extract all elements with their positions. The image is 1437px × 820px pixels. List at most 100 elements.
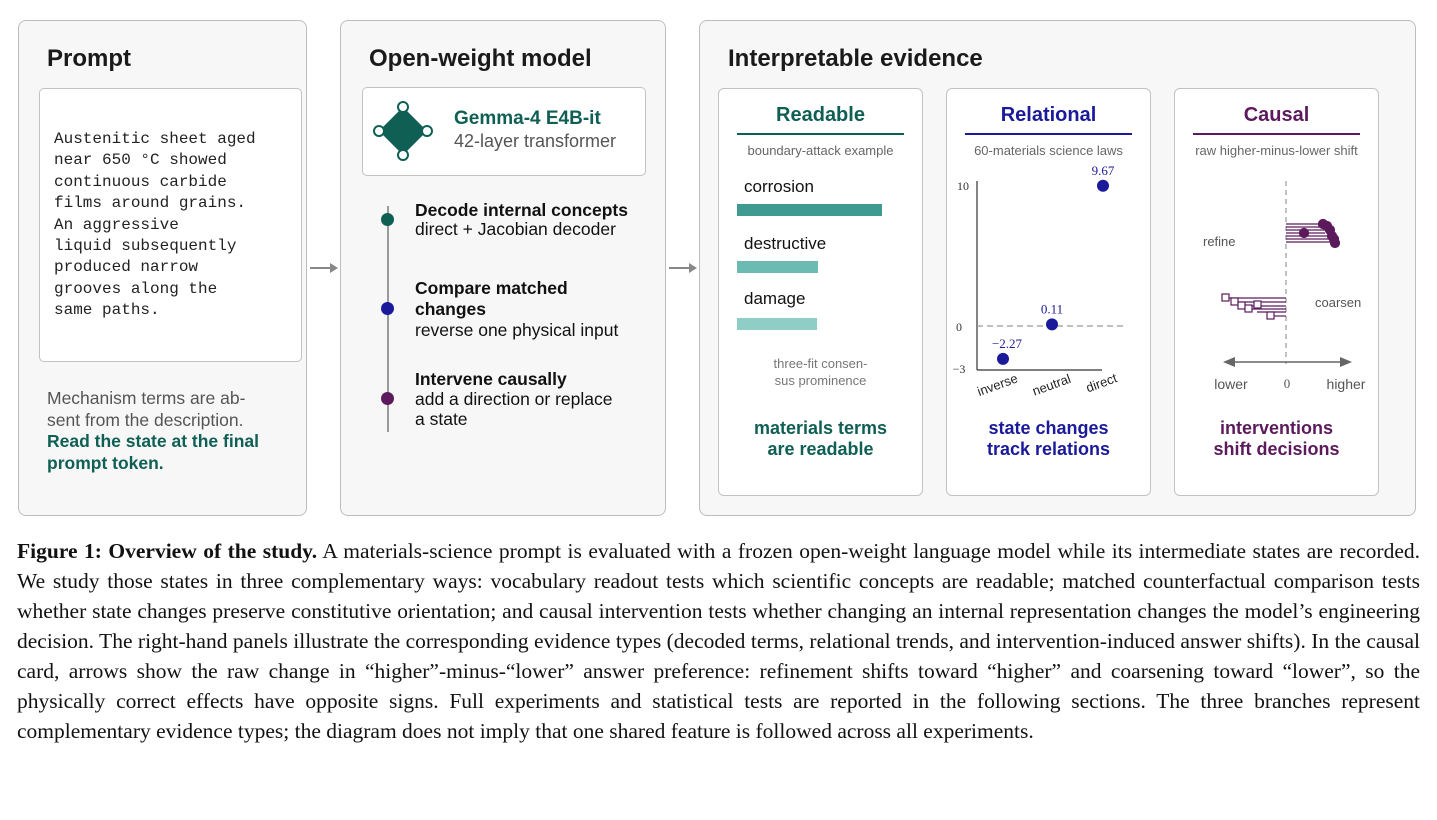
evidence-panel-title: Interpretable evidence	[728, 45, 983, 72]
prompt-note-line: Mechanism terms are ab-	[47, 388, 246, 408]
readable-title: Readable	[776, 104, 865, 126]
axis-zero-label: 0	[1284, 376, 1291, 391]
conclusion-line: are readable	[767, 439, 874, 459]
step-dot-intervene	[381, 392, 394, 405]
prompt-panel-title: Prompt	[47, 45, 131, 72]
y-tick-label: −3	[953, 362, 966, 376]
caption-text: A materials-science prompt is evaluated …	[17, 539, 1421, 743]
coarsen-shift-arrows	[1221, 293, 1286, 320]
step-description: reverse one physical input	[415, 320, 619, 340]
figure-caption: Figure 1: Overview of the study. A mater…	[17, 536, 1420, 746]
readable-title-rule	[737, 133, 904, 135]
y-tick-label: 10	[957, 179, 969, 193]
x-tick-label: direct	[1084, 370, 1119, 395]
readable-footnote: three-fit consen- sus prominence	[719, 355, 922, 389]
refine-shift-arrows	[1286, 218, 1341, 249]
model-card: Gemma-4 E4B-it 42-layer transformer	[362, 87, 646, 176]
step-title: Compare matched	[415, 278, 568, 298]
relation-point	[997, 352, 1009, 365]
relational-card: Relational 60-materials science laws 10 …	[946, 88, 1151, 496]
pipeline-line	[386, 206, 389, 432]
relation-value-label: −2.27	[992, 336, 1023, 351]
model-name: Gemma-4 E4B-it	[454, 108, 601, 129]
x-tick-label: neutral	[1030, 371, 1073, 399]
term-label: corrosion	[744, 177, 814, 196]
arrow-right-icon	[1340, 357, 1352, 367]
prompt-panel: Prompt Austenitic sheet aged near 650 °C…	[18, 20, 307, 516]
axis-lower-label: lower	[1214, 376, 1248, 392]
prompt-line: Austenitic sheet aged	[54, 130, 256, 148]
flow-arrow-icon	[310, 263, 338, 273]
causal-title: Causal	[1243, 104, 1310, 126]
caption-label: Figure 1:	[17, 539, 102, 563]
prompt-line: produced narrow	[54, 258, 199, 277]
causal-conclusion: interventions shift decisions	[1175, 418, 1378, 460]
prompt-note: Mechanism terms are ab- sent from the de…	[47, 388, 259, 474]
step-title: Intervene causally	[415, 369, 567, 389]
conclusion-line: materials terms	[753, 418, 888, 438]
relation-point	[1097, 179, 1109, 192]
prompt-line: grooves along the	[54, 279, 218, 298]
prompt-line: An aggressive	[54, 215, 179, 234]
footnote-line: three-fit consen-	[773, 356, 868, 371]
prompt-line: liquid subsequently	[54, 237, 237, 256]
relation-value-label: 9.67	[1092, 164, 1115, 178]
axis-higher-label: higher	[1327, 376, 1366, 392]
step-compare: Compare matched changes reverse one phys…	[415, 278, 618, 341]
term-label: destructive	[744, 234, 827, 253]
step-description: direct + Jacobian decoder	[415, 219, 616, 239]
causal-card: Causal raw higher-minus-lower shift	[1174, 88, 1379, 496]
conclusion-line: interventions	[1219, 418, 1334, 438]
network-icon	[373, 101, 433, 161]
causal-title-rule	[1193, 133, 1360, 135]
readable-subtitle: boundary-attack example	[747, 143, 894, 158]
conclusion-line: shift decisions	[1213, 439, 1340, 459]
flow-arrow-icon	[669, 263, 697, 273]
term-bar	[737, 204, 882, 216]
model-panel-title: Open-weight model	[369, 45, 592, 72]
prompt-text: Austenitic sheet aged near 650 °C showed…	[54, 129, 256, 322]
relational-subtitle: 60-materials science laws	[974, 143, 1123, 158]
prompt-note-emphasis: Read the state at the final	[47, 431, 259, 451]
step-description: add a direction or replace	[415, 389, 613, 409]
relation-value-label: 0.11	[1041, 301, 1063, 316]
readable-conclusion: materials terms are readable	[719, 418, 922, 460]
relational-title: Relational	[1000, 104, 1097, 126]
prompt-line: near 650 °C showed	[54, 151, 227, 170]
conclusion-line: state changes	[988, 418, 1109, 438]
term-label: damage	[744, 289, 806, 308]
prompt-line: continuous carbide	[54, 172, 227, 191]
step-title: changes	[415, 299, 486, 319]
causal-chart: refine coarsen lower 0	[1203, 181, 1366, 392]
step-dot-decode	[381, 213, 394, 226]
step-intervene: Intervene causally add a direction or re…	[415, 369, 612, 429]
prompt-line: films around grains.	[54, 194, 247, 213]
arrow-left-icon	[1223, 357, 1235, 367]
prompt-text-card: Austenitic sheet aged near 650 °C showed…	[39, 88, 302, 362]
relational-chart: 10 0 −3 −2.27 0.11 9.67 inverse neutral di…	[953, 164, 1127, 399]
relational-title-rule	[965, 133, 1132, 135]
model-panel: Open-weight model Gemma-4 E4B-it 42-laye…	[340, 20, 666, 516]
relational-conclusion: state changes track relations	[947, 418, 1150, 460]
y-tick-label: 0	[956, 320, 962, 334]
readable-card: Readable boundary-attack example corrosi…	[718, 88, 923, 496]
x-tick-label: inverse	[975, 371, 1020, 399]
prompt-note-emphasis: prompt token.	[47, 452, 164, 473]
prompt-note-line: sent from the description.	[47, 409, 244, 430]
step-description: a state	[415, 409, 468, 429]
conclusion-line: track relations	[986, 439, 1111, 459]
coarsen-label: coarsen	[1315, 295, 1361, 310]
evidence-panel: Interpretable evidence Readable boundary…	[699, 20, 1416, 516]
step-decode: Decode internal concepts direct + Jacobi…	[415, 201, 628, 239]
step-title: Decode internal concepts	[415, 200, 628, 220]
prompt-line: same paths.	[54, 301, 160, 320]
causal-subtitle: raw higher-minus-lower shift	[1195, 143, 1358, 158]
refine-label: refine	[1203, 234, 1236, 249]
footnote-line: sus prominence	[774, 373, 867, 388]
term-bar	[737, 261, 819, 273]
model-description: 42-layer transformer	[454, 131, 617, 151]
step-dot-compare	[381, 302, 394, 315]
caption-heading: Overview of the study.	[108, 539, 318, 563]
term-bar	[737, 318, 817, 330]
relation-point	[1046, 318, 1058, 331]
